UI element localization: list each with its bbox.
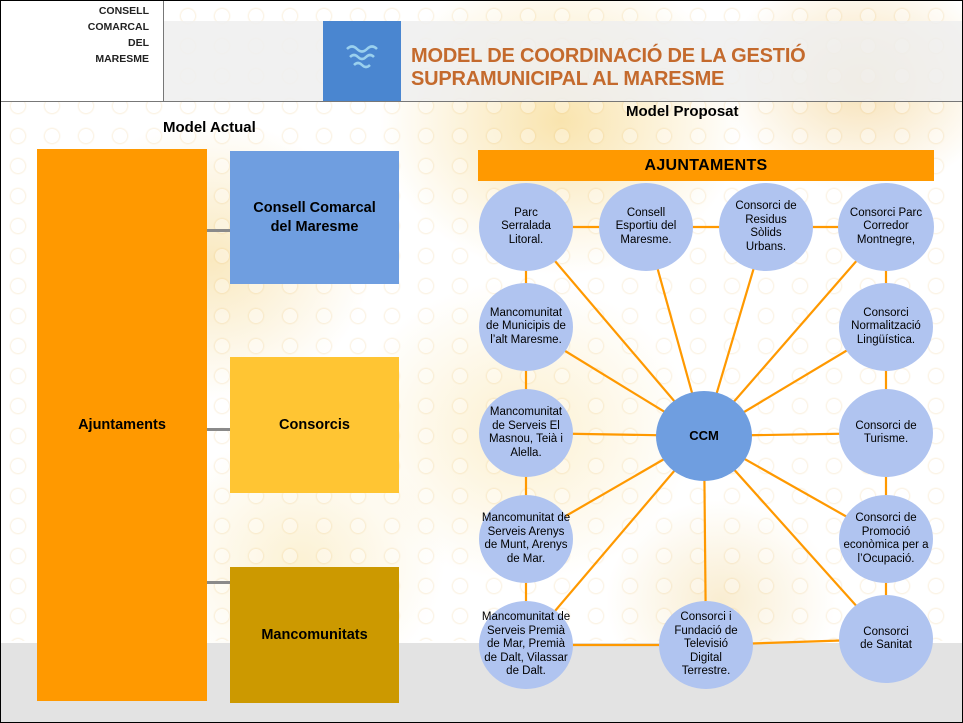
node-label-line: Terrestre. [681, 665, 731, 678]
node-label-line: Lingüística. [856, 333, 916, 346]
node-label-line: Consorci [863, 306, 909, 319]
ccm-label: CCM [689, 428, 719, 444]
node-label-line: Mancomunitat de [481, 512, 571, 524]
node-label-line: Urbans. [745, 240, 787, 253]
node-label-line: Serveis Arenys [487, 525, 565, 538]
node-label-line: Normalització [851, 320, 921, 333]
node-label-line: de Sanitat [860, 639, 912, 651]
organization-logo: CONSELL COMARCAL DEL MARESME [1, 1, 164, 102]
emblem-icon [323, 21, 401, 101]
node-label-line: Masnou, Teià i [489, 433, 563, 445]
node-label-line: de Serveis El [492, 419, 560, 432]
node-label-line: de Mar. [506, 552, 546, 565]
logo-line: COMARCAL [87, 21, 149, 33]
connector-line [207, 428, 230, 431]
node-label-line: Alella. [510, 446, 542, 459]
node-label-line: Montnegre, [856, 233, 916, 246]
node-label-line: de Munt, Arenys [484, 539, 568, 551]
node-label-line: Sòlids [750, 227, 782, 239]
node-label-line: de Dalt, Vilassar [484, 651, 568, 664]
model-proposat-label: Model Proposat [626, 103, 739, 120]
node-label-line: Fundació de [674, 624, 738, 637]
node-label-line: Televisió [683, 638, 729, 651]
node-label-line: Consell [626, 206, 666, 219]
connector-line [207, 581, 230, 584]
ccm-node: CCM [656, 391, 752, 481]
node-label-line: Residus [745, 213, 787, 226]
node-label-line: Consorci de [735, 200, 797, 212]
node-label-line: Corredor [863, 220, 909, 233]
node-label-line: econòmica per a [843, 539, 929, 551]
consorcis-label: Consorcis [279, 416, 350, 433]
header-band [163, 21, 962, 102]
node-label-line: Promoció [861, 525, 911, 538]
consell-comarcal-box: Consell Comarcal del Maresme [230, 151, 399, 284]
node-label-line: Consorci de [855, 419, 917, 432]
mancomunitats-box: Mancomunitats [230, 567, 399, 703]
logo-line: DEL [128, 37, 149, 49]
ajuntaments-bar-label: AJUNTAMENTS [644, 156, 768, 174]
node-label-line: de Municipis de [486, 320, 566, 333]
node-label-line: l’Ocupació. [857, 552, 915, 565]
title-line: MODEL DE COORDINACIÓ DE LA GESTIÓ [411, 45, 806, 67]
node-label-line: Serveis Premià [487, 624, 565, 637]
ajuntaments-box: Ajuntaments [37, 149, 207, 701]
node-label-line: Consorci i [680, 611, 732, 624]
node-label-line: Consorci de [855, 512, 917, 524]
node-label-line: Consorci [863, 625, 909, 638]
node-label-line: Esportiu del [615, 220, 677, 233]
node-label-line: Consorci Parc [849, 206, 923, 219]
node-label-line: Turisme. [863, 433, 909, 445]
node-label-line: Maresme. [620, 233, 672, 246]
node-label-line: Digital [690, 651, 722, 664]
title-line: SUPRAMUNICIPAL AL MARESME [411, 68, 725, 90]
logo-line: MARESME [95, 53, 149, 65]
node-label-line: de Mar, Premià [487, 638, 565, 651]
node-label-line: Mancomunitat [489, 306, 563, 319]
node-label-line: Parc [514, 206, 538, 219]
node-label-line: Mancomunitat de [481, 611, 571, 624]
consorcis-box: Consorcis [230, 357, 399, 493]
node-label-line: Mancomunitat [489, 406, 563, 418]
page-title: MODEL DE COORDINACIÓ DE LA GESTIÓ SUPRAM… [411, 45, 931, 91]
node-label-line: l’alt Maresme. [490, 333, 562, 346]
connector-line [207, 229, 230, 232]
node-label-line: Serralada [501, 220, 551, 233]
ajuntaments-label: Ajuntaments [78, 416, 166, 433]
ajuntaments-bar: AJUNTAMENTS [478, 150, 934, 181]
node-label-line: Litoral. [508, 233, 544, 246]
mancomunitats-label: Mancomunitats [261, 626, 368, 643]
logo-line: CONSELL [98, 5, 149, 17]
node-label-line: de Dalt. [506, 665, 546, 678]
model-actual-label: Model Actual [163, 119, 256, 136]
consell-comarcal-label: Consell Comarcal del Maresme [253, 199, 376, 235]
